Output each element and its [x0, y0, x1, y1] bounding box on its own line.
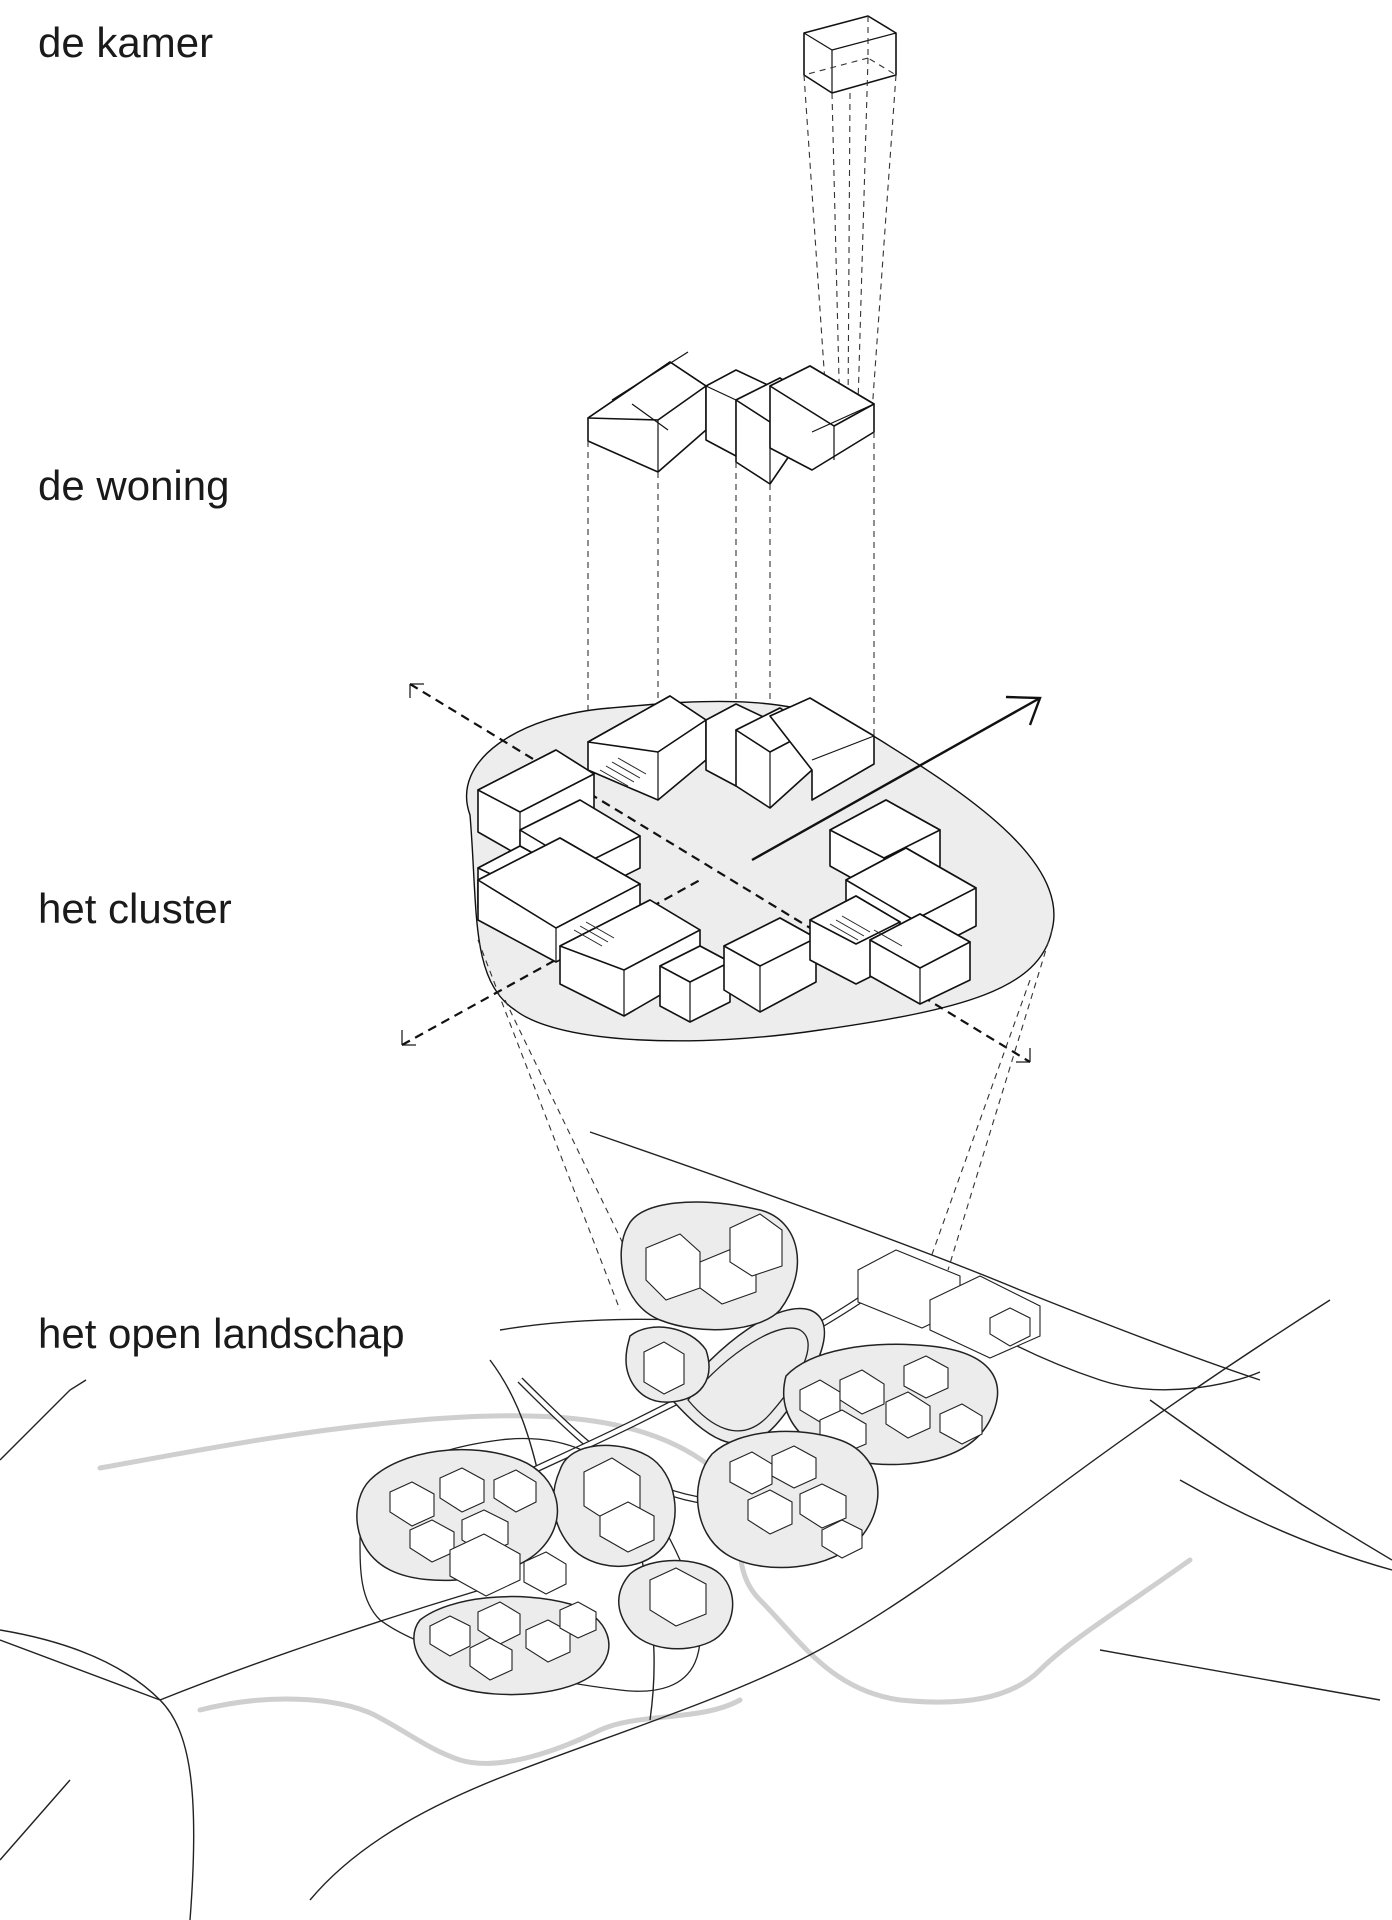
house-volume: [587, 351, 875, 485]
landscape-link-building: [449, 1533, 567, 1597]
direction-arrow: [751, 696, 1041, 862]
landscape-building-a: [645, 1213, 783, 1305]
scale-label-room: de kamer: [38, 19, 214, 66]
scale-label-landscape: het open landschap: [38, 1310, 405, 1357]
projection-lines-cluster: [477, 929, 1053, 1321]
room-cube: [803, 15, 897, 94]
landscape-housing-d: [729, 1445, 863, 1559]
projection-lines-room: [803, 57, 897, 421]
scale-label-house: de woning: [38, 462, 230, 509]
cluster-group: [401, 683, 1055, 1063]
direction-arrowhead: [1005, 695, 1042, 726]
axis-line-b: [401, 879, 701, 1046]
landscape-housing-g: [429, 1601, 597, 1681]
scale-label-cluster: het cluster: [38, 885, 232, 932]
landscape-large-building: [857, 1249, 1041, 1359]
landscape-building-e: [583, 1457, 655, 1553]
landscape-plan: [0, 1131, 1392, 1920]
